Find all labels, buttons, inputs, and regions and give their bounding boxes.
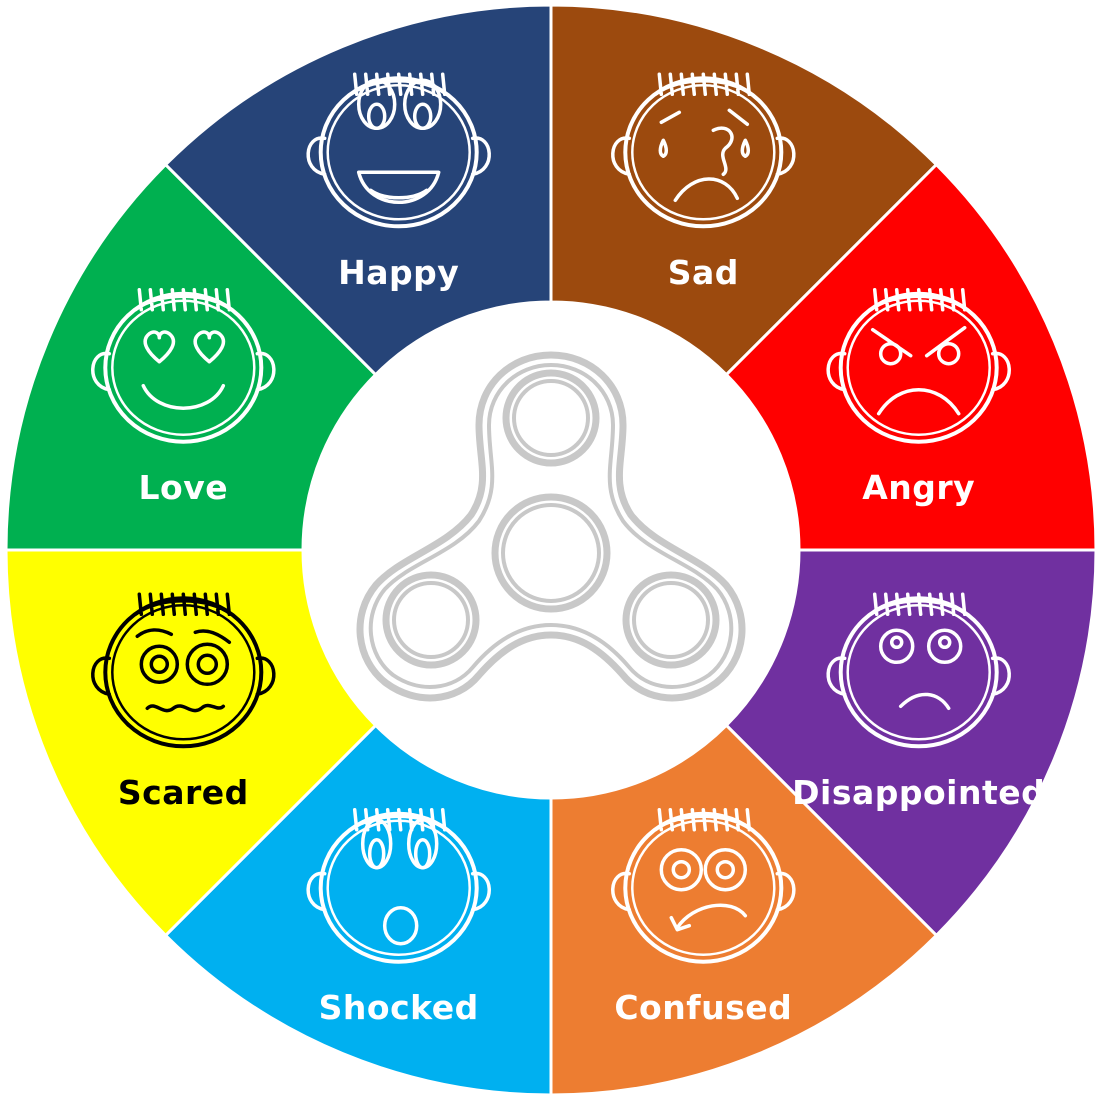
spinner-top-bearing (502, 369, 600, 467)
shocked-face-icon (306, 807, 491, 964)
face-feature (367, 838, 386, 870)
face-feature (193, 629, 232, 645)
spinner-right-bearing-inner (632, 581, 710, 659)
face-feature (135, 628, 174, 639)
love-face-icon (91, 287, 276, 444)
face-feature (402, 78, 443, 130)
face-left-ear (826, 351, 847, 392)
face-feature (673, 177, 740, 203)
face-feature (876, 388, 961, 416)
fidget-spinner-icon (356, 351, 746, 702)
face-right-ear (775, 871, 796, 912)
face-feature (659, 110, 682, 125)
face-feature (937, 635, 952, 649)
segment-label-love: Love (139, 468, 229, 507)
face-left-ear (91, 656, 112, 697)
face-feature (382, 905, 419, 946)
segment-label-angry: Angry (862, 468, 975, 507)
spinner-body-outer (356, 351, 746, 702)
scared-face-icon (91, 592, 276, 749)
spinner-top-bearing-inner (512, 379, 590, 457)
spinner-left-bearing (382, 571, 480, 669)
face-left-ear (611, 136, 632, 177)
face-feature (143, 330, 176, 364)
face-right-ear (470, 136, 491, 177)
face-feature (413, 838, 432, 870)
face-hair (868, 592, 969, 617)
face-feature (196, 653, 219, 676)
face-left-ear (306, 136, 327, 177)
face-right-ear (255, 351, 276, 392)
faces-layer (91, 72, 1011, 964)
segment-label-happy: Happy (338, 253, 459, 292)
face-feature (936, 341, 961, 366)
face-feature (406, 818, 439, 870)
segments-layer (4, 3, 1098, 1097)
spinner-center-bearing (491, 493, 611, 613)
face-feature (671, 860, 692, 880)
face-left-ear (826, 656, 847, 697)
segment-label-shocked: Shocked (319, 988, 479, 1027)
face-feature (368, 188, 429, 200)
face-feature (711, 126, 734, 177)
face-hair (653, 807, 754, 832)
face-left-ear (611, 871, 632, 912)
face-feature (715, 860, 736, 880)
face-hair (653, 72, 754, 97)
face-feature (898, 692, 951, 711)
spinner-body-inner (368, 362, 734, 689)
face-feature (878, 341, 903, 366)
face-right-ear (990, 656, 1011, 697)
spinner-left-bearing-inner (392, 581, 470, 659)
face-feature (924, 325, 967, 358)
face-feature (139, 644, 180, 685)
sad-face-icon (611, 72, 796, 229)
segment-label-sad: Sad (668, 253, 739, 292)
face-feature (149, 654, 170, 674)
face-feature (360, 818, 393, 870)
face-feature (675, 903, 748, 930)
face-feature (141, 383, 226, 410)
spinner-center-bearing-inner (501, 503, 601, 603)
face-feature (356, 170, 441, 205)
face-feature (669, 915, 692, 932)
face-feature (193, 330, 226, 364)
face-right-ear (255, 656, 276, 697)
face-hair (133, 287, 234, 312)
face-feature (889, 635, 904, 649)
face-feature (926, 628, 963, 665)
face-feature (727, 108, 750, 127)
face-hair (868, 287, 969, 312)
face-right-ear (775, 136, 796, 177)
face-hair (133, 592, 234, 617)
face-left-ear (306, 871, 327, 912)
face-feature (356, 78, 397, 130)
center-disc (303, 302, 799, 798)
face-feature (740, 138, 751, 159)
disappointed-face-icon (826, 592, 1011, 749)
face-feature (412, 102, 433, 131)
face-right-ear (470, 871, 491, 912)
face-left-ear (91, 351, 112, 392)
happy-face-icon (306, 72, 491, 229)
face-feature (878, 628, 915, 665)
segment-label-disappointed: Disappointed (792, 773, 1045, 812)
face-feature (366, 102, 387, 131)
face-right-ear (990, 351, 1011, 392)
spinner-right-bearing (622, 571, 720, 669)
segment-label-scared: Scared (118, 773, 249, 812)
angry-face-icon (826, 287, 1011, 444)
face-feature (145, 703, 226, 713)
face-feature (658, 138, 669, 159)
confused-face-icon (611, 807, 796, 964)
face-feature (659, 848, 704, 892)
face-feature (703, 848, 748, 892)
segment-label-confused: Confused (614, 988, 792, 1027)
face-feature (185, 642, 230, 686)
